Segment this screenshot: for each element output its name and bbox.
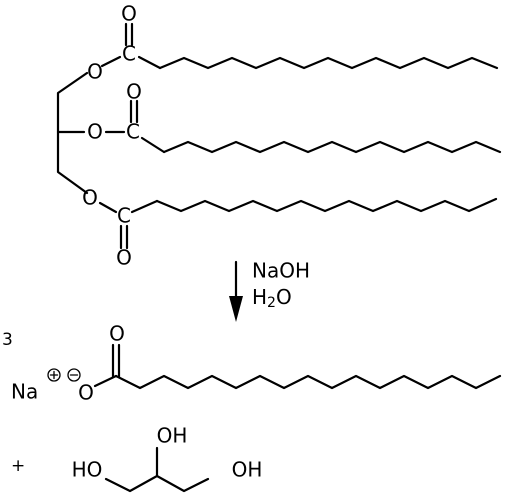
ester-bottom-c-chain-bond xyxy=(130,199,159,214)
ester-middle-carbon: C xyxy=(126,120,140,144)
ester-bottom-o-c-bond xyxy=(98,201,118,214)
fatty-chain-top xyxy=(158,56,499,70)
ester-bottom-carbon: C xyxy=(117,204,131,228)
ester-group-bottom: O C O xyxy=(82,186,498,270)
ester-group-middle: O C O xyxy=(87,80,502,154)
water-subscript: 2 xyxy=(267,295,276,311)
ester-top-ether-oxygen: O xyxy=(87,60,103,84)
triglyceride: O C O O C O O C O xyxy=(56,2,502,270)
reaction-arrow-head xyxy=(229,296,243,322)
reagent-naoh: NaOH xyxy=(252,259,310,283)
glycerol-backbone xyxy=(104,474,210,493)
ester-middle-ether-oxygen: O xyxy=(87,120,103,144)
glycerol-right-hydroxyl: OH xyxy=(232,458,263,482)
fatty-chain-middle xyxy=(162,140,502,154)
glycerol-product: + HO OH OH xyxy=(11,424,263,493)
plus-sign: + xyxy=(11,456,25,476)
reaction-arrow: NaOH H2O xyxy=(229,259,310,322)
negative-charge-icon xyxy=(67,368,81,382)
ester-middle-c-chain-bond xyxy=(140,136,166,154)
ester-bottom-carbonyl-oxygen: O xyxy=(116,246,132,270)
ester-top-c-chain-bond xyxy=(137,55,162,70)
ester-top-carbon: C xyxy=(122,42,136,66)
ester-group-top: O C O xyxy=(87,2,499,84)
water-oxygen: O xyxy=(276,285,292,309)
stoichiometric-coefficient: 3 xyxy=(2,330,13,350)
ester-top-carbonyl-oxygen: O xyxy=(121,2,137,26)
water-hydrogen: H xyxy=(252,285,267,309)
glycerol-middle-hydroxyl: OH xyxy=(157,424,188,448)
fatty-chain-bottom xyxy=(155,197,498,213)
soap-product: 3 Na O O xyxy=(2,322,502,405)
soap-fatty-chain xyxy=(114,374,502,390)
ester-middle-carbonyl-oxygen: O xyxy=(126,80,142,104)
carbonyl-oxygen: O xyxy=(109,322,125,346)
ester-bottom-ether-oxygen: O xyxy=(82,186,98,210)
glycerol-left-hydroxyl: HO xyxy=(72,458,103,482)
reagent-water: H2O xyxy=(252,285,292,312)
positive-charge-icon xyxy=(47,368,61,382)
ester-top-o-c-bond xyxy=(100,55,122,68)
carboxylate-oxygen: O xyxy=(78,381,94,405)
sodium-cation: Na xyxy=(11,380,38,404)
